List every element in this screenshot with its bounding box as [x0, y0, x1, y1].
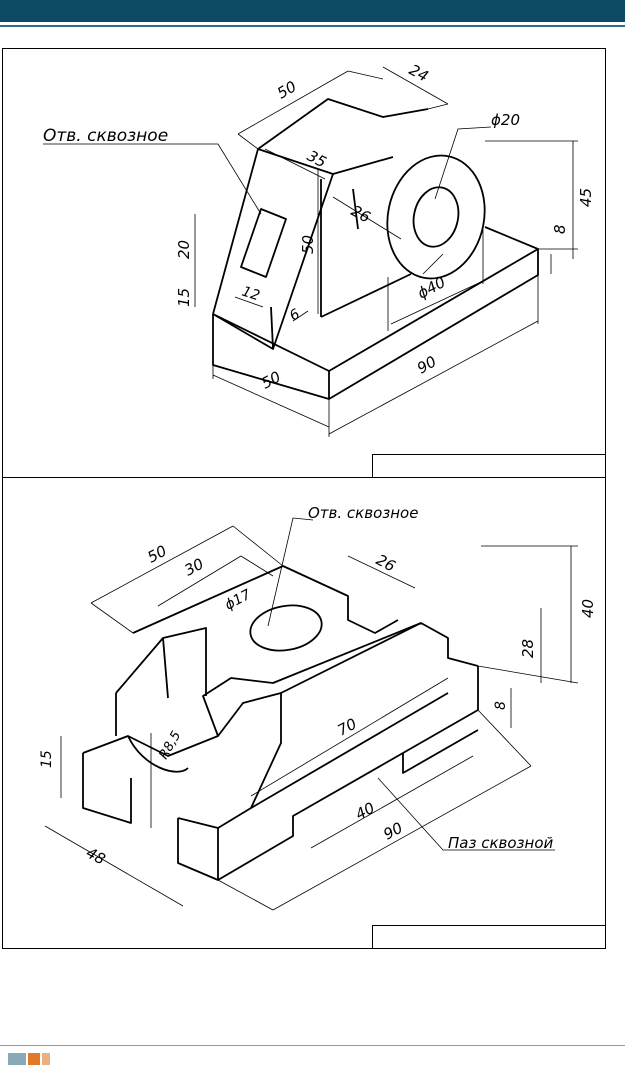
dim-28: 28 [519, 639, 537, 658]
hole-note-label: Отв. сквозное [308, 504, 418, 522]
base-side-face [328, 249, 539, 400]
bottom-drawing-panel: Отв. сквозное Паз сквозной 50 30 26 ϕ17 … [2, 477, 606, 949]
left-rib [115, 627, 207, 696]
dim-45: 45 [577, 188, 595, 207]
dim-90: 90 [380, 819, 405, 844]
base-front-face [212, 314, 330, 400]
cylinder-sides [320, 156, 412, 318]
dim-50-top: 50 [274, 77, 300, 102]
body-long-edges [250, 622, 449, 809]
left-lug-face [82, 753, 132, 824]
top-drawing-panel: Отв. сквозное 50 24 35 ϕ20 26 45 8 20 50… [2, 48, 606, 478]
slot-note-label: Паз сквозной [448, 834, 554, 852]
top-through-hole [249, 604, 323, 652]
upright-top [257, 98, 429, 150]
dim-40-slot: 40 [352, 799, 377, 824]
dim-70: 70 [334, 715, 359, 740]
dim-26: 26 [373, 551, 398, 576]
frame-inner-edge [270, 306, 274, 350]
dim-8: 8 [493, 701, 509, 710]
header-bar [0, 0, 625, 22]
top-isometric-drawing: Отв. сквозное 50 24 35 ϕ20 26 45 8 20 50… [43, 61, 595, 437]
dim-6: 6 [287, 306, 303, 324]
title-block-stamp [372, 925, 606, 949]
hole-note-label: Отв. сквозное [43, 126, 168, 146]
slot-lower-edge [402, 729, 479, 774]
dim-phi20: ϕ20 [491, 111, 520, 129]
dim-35: 35 [304, 147, 329, 172]
dim-15: 15 [175, 288, 193, 307]
dim-90: 90 [414, 352, 440, 377]
dim-26: 26 [348, 202, 373, 227]
left-rib-edges [115, 637, 169, 736]
bottom-isometric-drawing: Отв. сквозное Паз сквозной 50 30 26 ϕ17 … [39, 504, 597, 911]
title-block-stamp [372, 454, 606, 478]
dim-40-vertical: 40 [579, 599, 597, 618]
dim-12: 12 [240, 284, 262, 305]
right-rib [217, 692, 282, 829]
logo-icon [8, 1053, 50, 1065]
dim-50-vertical: 50 [299, 235, 317, 254]
footer-divider [0, 1045, 625, 1046]
dim-20: 20 [175, 240, 193, 259]
cylinder-edge [352, 188, 359, 230]
r85-arc [127, 735, 189, 773]
dim-48: 48 [83, 844, 108, 869]
dim-30: 30 [181, 555, 206, 580]
cylinder-face [386, 154, 486, 280]
base-top-front-edges [212, 226, 539, 372]
dim-50-bottom: 50 [258, 368, 283, 393]
dim-8: 8 [551, 224, 569, 234]
through-hole [240, 208, 287, 278]
front-base-edges [177, 666, 479, 881]
top-block-edges [132, 565, 399, 634]
cylinder-bore [412, 186, 460, 248]
dim-24: 24 [406, 61, 431, 86]
dim-15: 15 [39, 750, 55, 768]
header-divider [0, 25, 625, 27]
dim-r85: R8,5 [156, 729, 184, 762]
body-top-edges [82, 622, 479, 757]
